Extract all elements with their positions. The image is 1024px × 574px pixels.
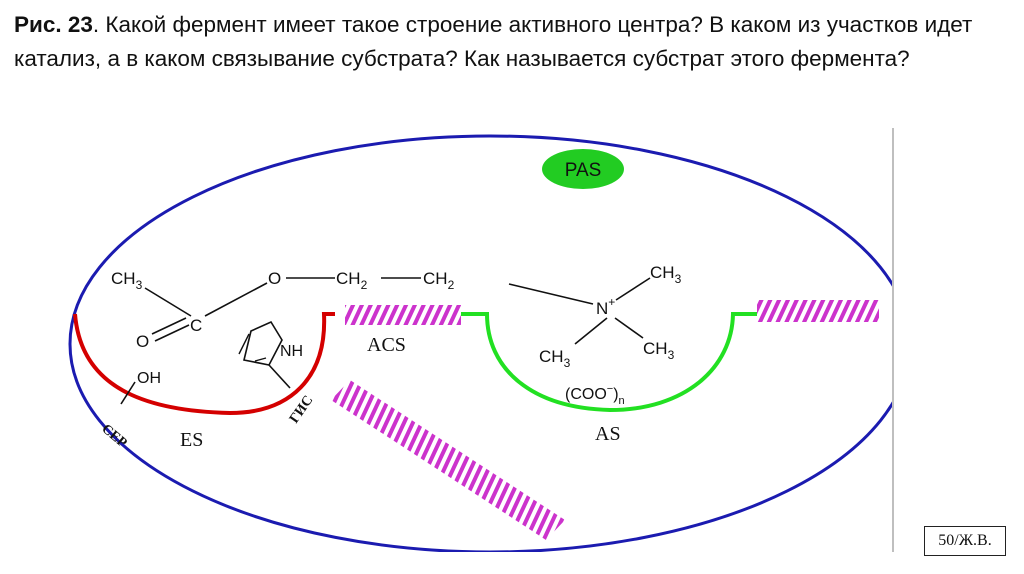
enzyme-outline	[68, 134, 892, 552]
acs-label: ACS	[367, 334, 406, 356]
carbonyl-c-label: C	[190, 316, 202, 335]
right-hatch	[757, 300, 879, 322]
n-methyl-left-label: CH3	[539, 347, 571, 370]
ester-o-label: O	[268, 269, 281, 288]
acetylcholine-molecule: CH3 C O CH2 CH2 O N+ CH3 CH3 CH3	[111, 263, 682, 370]
nitrogen-label: N+	[596, 295, 615, 318]
as-site-pocket	[461, 312, 757, 413]
bond	[614, 317, 644, 339]
serine-bond	[120, 381, 136, 405]
bond	[615, 277, 651, 301]
ch2-a-label: CH2	[336, 269, 368, 292]
acs-hatch	[345, 305, 461, 325]
bond	[204, 282, 268, 317]
gorge-hatch	[331, 380, 565, 540]
enzyme-active-site-figure: PAS CH3 C O CH2 CH2 O N+ CH3	[45, 128, 894, 552]
bond	[144, 287, 192, 317]
page-number: 50/Ж.В.	[924, 526, 1006, 556]
pas-label: PAS	[565, 160, 602, 181]
ch2-b-label: CH2	[423, 269, 455, 292]
anion-group-label: (COO−)n	[565, 383, 625, 407]
methyl-label: CH3	[111, 269, 143, 292]
question-body: . Какой фермент имеет такое строение акт…	[14, 12, 973, 71]
carbonyl-o-label: O	[136, 332, 149, 351]
imidazole-ring	[238, 320, 291, 389]
question-text: Рис. 23. Какой фермент имеет такое строе…	[14, 8, 1004, 76]
double-bond-2	[154, 324, 190, 342]
enzyme-diagram: PAS CH3 C O CH2 CH2 O N+ CH3	[68, 134, 892, 552]
his-label: ГИС	[287, 393, 316, 426]
figure-label: Рис. 23	[14, 12, 93, 37]
es-label: ES	[180, 429, 203, 451]
double-bond-1	[151, 317, 187, 335]
n-methyl-top-label: CH3	[650, 263, 682, 286]
pas-site	[542, 149, 624, 189]
bond	[508, 283, 594, 305]
nh-label: NH	[280, 343, 303, 360]
oh-label: OH	[137, 370, 161, 387]
n-methyl-right-label: CH3	[643, 339, 675, 362]
es-site-pocket	[73, 312, 335, 416]
bond	[574, 317, 608, 345]
as-label: AS	[595, 423, 621, 445]
